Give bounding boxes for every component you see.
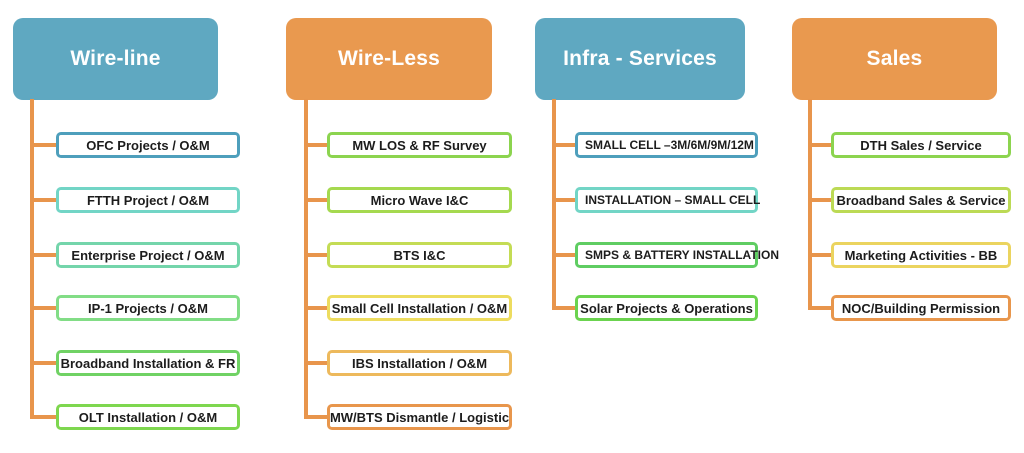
connector-stub xyxy=(552,143,575,147)
connector-stub xyxy=(552,306,575,310)
branch-item-mw-bts-dismantle: MW/BTS Dismantle / Logistic xyxy=(327,404,512,430)
connector-stub xyxy=(808,306,831,310)
branch-item-solar-projects: Solar Projects & Operations xyxy=(575,295,758,321)
connector-stub xyxy=(30,198,57,202)
branch-item-micro-wave-ic: Micro Wave I&C xyxy=(327,187,512,213)
connector-stub xyxy=(30,306,57,310)
connector-stub xyxy=(808,198,831,202)
connector-stub xyxy=(808,253,831,257)
branch-header-wire-less: Wire-Less xyxy=(286,18,492,100)
branch-item-small-cell-terms: SMALL CELL –3M/6M/9M/12M xyxy=(575,132,758,158)
connector-stub xyxy=(808,143,831,147)
connector-stub xyxy=(304,306,327,310)
connector-stub xyxy=(552,253,575,257)
connector-stub xyxy=(304,253,327,257)
branch-item-olt-installation: OLT Installation / O&M xyxy=(56,404,240,430)
branch-item-small-cell-installation: Small Cell Installation / O&M xyxy=(327,295,512,321)
branch-header-sales: Sales xyxy=(792,18,997,100)
branch-item-enterprise-project: Enterprise Project / O&M xyxy=(56,242,240,268)
branch-item-marketing-activities: Marketing Activities - BB xyxy=(831,242,1011,268)
branch-item-mw-los-rf-survey: MW LOS & RF Survey xyxy=(327,132,512,158)
connector-trunk xyxy=(30,99,34,419)
connector-trunk xyxy=(304,99,308,419)
connector-stub xyxy=(304,361,327,365)
branch-item-ip1-projects: IP-1 Projects / O&M xyxy=(56,295,240,321)
branch-item-ibs-installation: IBS Installation / O&M xyxy=(327,350,512,376)
branch-item-dth-sales: DTH Sales / Service xyxy=(831,132,1011,158)
connector-stub xyxy=(304,415,327,419)
connector-trunk xyxy=(552,99,556,310)
branch-header-infra-services: Infra - Services xyxy=(535,18,745,100)
connector-stub xyxy=(30,143,57,147)
connector-trunk xyxy=(808,99,812,310)
branch-header-wire-line: Wire-line xyxy=(13,18,218,100)
branch-item-broadband-installation: Broadband Installation & FR xyxy=(56,350,240,376)
branch-item-noc-building-permission: NOC/Building Permission xyxy=(831,295,1011,321)
connector-stub xyxy=(30,361,57,365)
branch-item-smps-battery-installation: SMPS & BATTERY INSTALLATION xyxy=(575,242,779,268)
branch-item-installation-small-cell: INSTALLATION – SMALL CELL xyxy=(575,187,760,213)
branch-item-ofc-projects: OFC Projects / O&M xyxy=(56,132,240,158)
branch-item-bts-ic: BTS I&C xyxy=(327,242,512,268)
connector-stub xyxy=(304,198,327,202)
branch-item-ftth-project: FTTH Project / O&M xyxy=(56,187,240,213)
connector-stub xyxy=(30,415,57,419)
connector-stub xyxy=(30,253,57,257)
connector-stub xyxy=(304,143,327,147)
connector-stub xyxy=(552,198,575,202)
branch-item-broadband-sales: Broadband Sales & Service xyxy=(831,187,1011,213)
